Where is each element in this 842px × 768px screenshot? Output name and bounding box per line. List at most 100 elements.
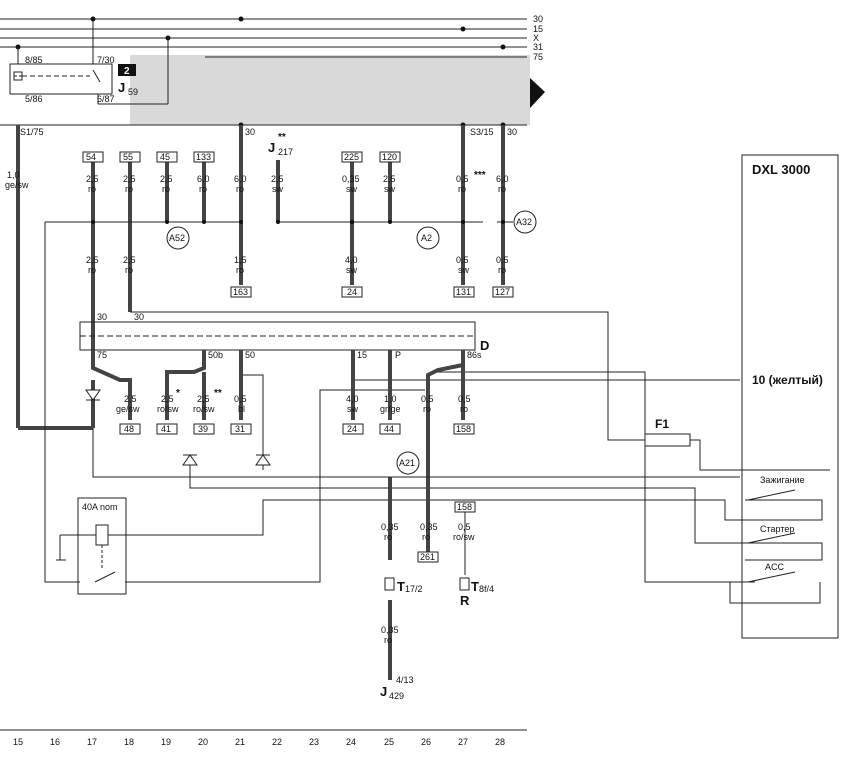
switch-pin: 15 bbox=[357, 350, 367, 360]
wire-color: sw bbox=[346, 265, 358, 275]
wire-color: ro bbox=[498, 184, 506, 194]
top-wire-labels: 2,5 ro 2,5 ro 2,5 ro 6,0 ro 6,0 ro 2,5 s… bbox=[86, 174, 509, 194]
wire-gauge: 0,5 bbox=[458, 522, 471, 532]
ruler-mark: 21 bbox=[235, 737, 245, 747]
bus-label: 30 bbox=[533, 14, 543, 24]
wire-color: ro bbox=[236, 184, 244, 194]
fuse-label: F1 bbox=[655, 417, 669, 431]
bus-label: 75 bbox=[533, 52, 543, 62]
bus-labels: 30 15 X 31 75 bbox=[533, 14, 543, 62]
star-mark: * bbox=[176, 388, 180, 399]
ruler: 15 16 17 18 19 20 21 22 23 24 25 26 27 2… bbox=[13, 737, 505, 747]
gray-band bbox=[130, 55, 530, 125]
wire-gauge: 0,5 bbox=[456, 255, 469, 265]
wire-gauge: 6,0 bbox=[197, 174, 210, 184]
wire-color: ro bbox=[88, 184, 96, 194]
wire-color: ge/sw bbox=[116, 404, 140, 414]
pin-label: 7/30 bbox=[97, 55, 115, 65]
wire-gauge: 2,5 bbox=[160, 174, 173, 184]
relay-40a bbox=[77, 497, 127, 595]
dxl-title: DXL 3000 bbox=[752, 162, 810, 177]
wire-number: 54 bbox=[86, 152, 96, 162]
bus-junctions bbox=[15, 16, 506, 50]
wire-color: ro/sw bbox=[193, 404, 215, 414]
pin-label: 5/86 bbox=[25, 94, 43, 104]
j217-mark: ** bbox=[278, 132, 286, 143]
t8-name: T bbox=[471, 579, 479, 594]
wire-color: ro/sw bbox=[157, 404, 179, 414]
switch-label-acc: ACC bbox=[765, 562, 785, 572]
wire-number: 31 bbox=[235, 424, 245, 434]
wire-number: 158 bbox=[457, 502, 472, 512]
wire-color: ro/sw bbox=[453, 532, 475, 542]
connector-t8f-4 bbox=[459, 577, 470, 591]
ruler-mark: 20 bbox=[198, 737, 208, 747]
j217-sub: 217 bbox=[278, 147, 293, 157]
wire-color: sw bbox=[272, 184, 284, 194]
relay-name: J bbox=[118, 80, 125, 95]
j429-sub: 429 bbox=[389, 691, 404, 701]
connector-label: A2 bbox=[421, 233, 432, 243]
ruler-mark: 28 bbox=[495, 737, 505, 747]
relay-badge-text: 2 bbox=[124, 66, 130, 77]
j217-name: J bbox=[268, 140, 275, 155]
wire-gauge: 4,0 bbox=[345, 255, 358, 265]
ruler-mark: 22 bbox=[272, 737, 282, 747]
connector-a32 bbox=[513, 210, 537, 234]
label-30: 30 bbox=[245, 127, 255, 137]
bus-label: X bbox=[533, 33, 539, 43]
connector-a52 bbox=[166, 226, 190, 250]
t8-sub: 8f/4 bbox=[479, 584, 494, 594]
diode-symbol bbox=[255, 454, 271, 466]
wire-number: 225 bbox=[344, 152, 359, 162]
wire-number: 261 bbox=[420, 552, 435, 562]
wire-color: sw bbox=[347, 404, 359, 414]
diode-symbol bbox=[85, 389, 101, 401]
wire-color: ro bbox=[422, 532, 430, 542]
switch-pin: 75 bbox=[97, 350, 107, 360]
wire-gauge: 2,5 bbox=[123, 255, 136, 265]
relay-badge bbox=[118, 64, 136, 76]
wire-gauge: 2,5 bbox=[123, 174, 136, 184]
switch-label-ignition: Зажигание bbox=[760, 475, 805, 485]
ruler-mark: 15 bbox=[13, 737, 23, 747]
switch-pin: 86s bbox=[467, 350, 482, 360]
wire-color: ro bbox=[423, 404, 431, 414]
relay-j59-box bbox=[9, 63, 113, 95]
wire-color: bl bbox=[238, 404, 245, 414]
wire-number: 163 bbox=[233, 287, 248, 297]
wire-number: 41 bbox=[161, 424, 171, 434]
wire-number: 127 bbox=[495, 287, 510, 297]
wire-color: ro bbox=[199, 184, 207, 194]
ruler-mark: 17 bbox=[87, 737, 97, 747]
switch-pin: 50 bbox=[245, 350, 255, 360]
wire-color: sw bbox=[458, 265, 470, 275]
wire-gauge: 0,5 bbox=[234, 394, 247, 404]
connector-a21 bbox=[396, 451, 420, 475]
wire-color: ro bbox=[460, 404, 468, 414]
wire-gauge: 2,5 bbox=[271, 174, 284, 184]
wire-gauge: 6,0 bbox=[496, 174, 509, 184]
wire-number: 131 bbox=[456, 287, 471, 297]
dxl-wire-label: 10 (желтый) bbox=[752, 373, 823, 387]
wire-color: sw bbox=[346, 184, 358, 194]
label-s3-15: S3/15 bbox=[470, 127, 494, 137]
switch-pin: 30 bbox=[97, 312, 107, 322]
fuse-f1 bbox=[644, 433, 691, 447]
wire-color: ro bbox=[125, 265, 133, 275]
bus-label: 31 bbox=[533, 42, 543, 52]
wire-gauge: 2,5 bbox=[124, 394, 137, 404]
connector-label: A52 bbox=[169, 233, 185, 243]
wire-number: 39 bbox=[198, 424, 208, 434]
relay-40a-label: 40A nom bbox=[82, 502, 118, 512]
wire-gauge: 2,5 bbox=[383, 174, 396, 184]
star-mark: ** bbox=[214, 388, 222, 399]
t17-name: T bbox=[397, 579, 405, 594]
switch-label-starter: Стартер bbox=[760, 524, 794, 534]
wire-number: 24 bbox=[347, 424, 357, 434]
wire-gauge: 1,0 bbox=[7, 170, 20, 180]
wire-number: 24 bbox=[347, 287, 357, 297]
wire-color: ro bbox=[458, 184, 466, 194]
wire-gauge: 0,35 bbox=[381, 522, 399, 532]
